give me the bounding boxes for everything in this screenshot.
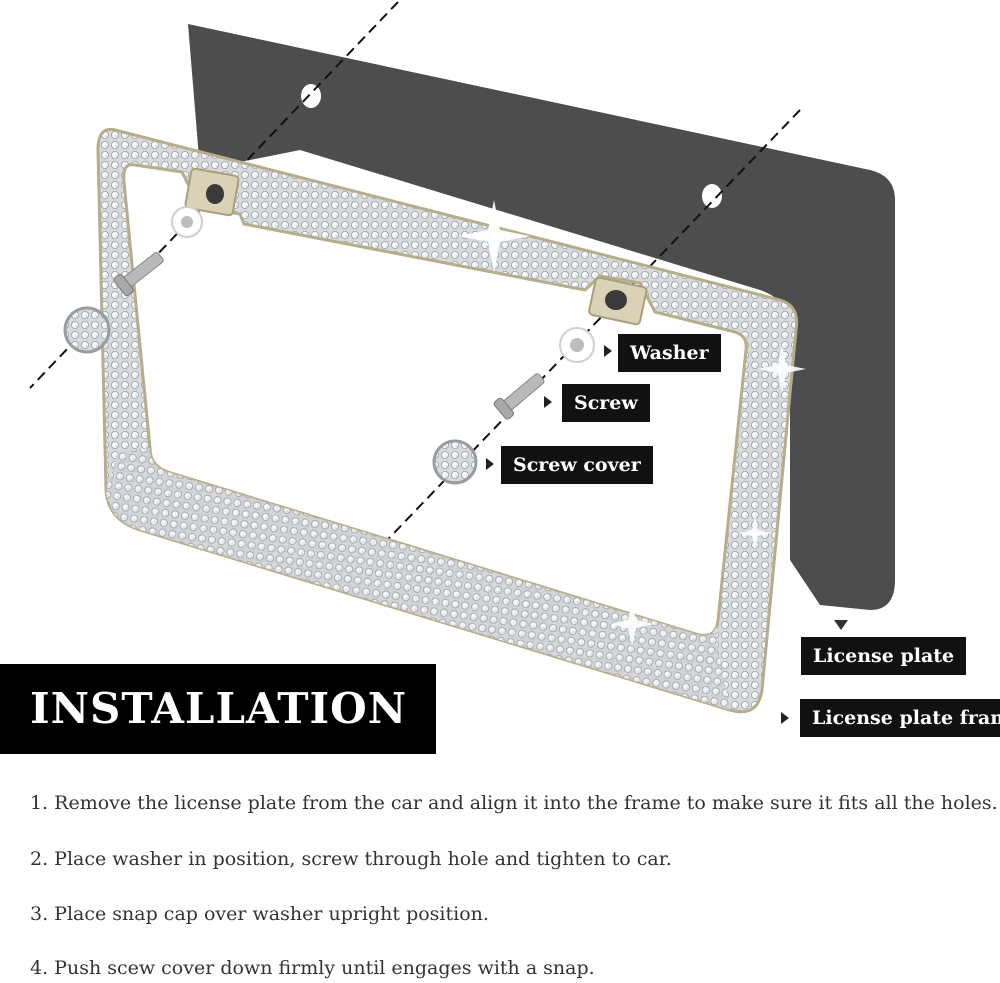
license-plate-pointer-icon [834, 620, 848, 630]
screw-cover-pointer-icon [486, 458, 494, 470]
screw-right [493, 373, 545, 420]
license-plate-frame-pointer-icon [781, 712, 789, 724]
screw-label: Screw [562, 384, 650, 422]
license-plate-shape [188, 24, 895, 610]
washer-label: Washer [618, 334, 721, 372]
installation-diagram [29, 1, 895, 714]
screw-cover-left [63, 306, 111, 354]
step-4: 4. Push scew cover down firmly until eng… [30, 957, 595, 979]
license-plate-frame-label: License plate frame [800, 699, 1000, 737]
screw-left [113, 252, 164, 297]
screw-pointer-icon [544, 396, 552, 408]
plate-hole-right [702, 184, 722, 208]
screw-cover-label: Screw cover [501, 446, 653, 484]
step-2: 2. Place washer in position, screw throu… [30, 848, 672, 870]
installation-banner: INSTALLATION [0, 664, 436, 754]
plate-hole-left [301, 84, 321, 108]
left-hardware [63, 206, 203, 354]
step-1: 1. Remove the license plate from the car… [30, 792, 998, 814]
screw-cover-right [432, 439, 478, 485]
washer-pointer-icon [604, 345, 612, 357]
right-hardware [432, 327, 595, 485]
license-plate-label: License plate [801, 637, 967, 675]
step-3: 3. Place snap cap over washer upright po… [30, 903, 489, 925]
